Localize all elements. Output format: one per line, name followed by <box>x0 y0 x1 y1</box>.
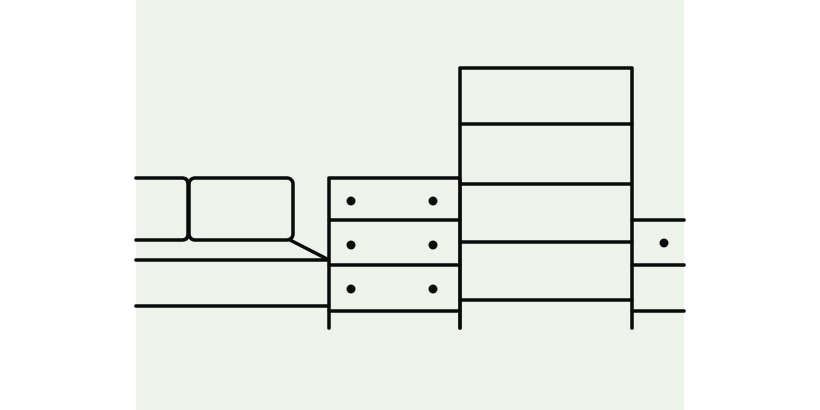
illustration-background <box>136 0 684 410</box>
sofa-cushion-right <box>187 176 295 242</box>
drawer-knob <box>346 240 356 250</box>
drawer-knob <box>346 196 356 206</box>
drawer-knob <box>346 284 356 294</box>
drawer-knob <box>428 284 438 294</box>
chest-drawer-dividers <box>327 218 462 313</box>
sofa-icon <box>134 176 331 308</box>
cabinet-frame <box>630 218 686 313</box>
shelving-frame <box>458 66 634 330</box>
drawer-knob <box>428 196 438 206</box>
shelving-unit-icon <box>458 66 634 330</box>
shelving-shelves <box>458 122 634 302</box>
drawer-knob <box>659 238 669 248</box>
sofa-seat <box>134 238 331 308</box>
drawer-cabinet-icon <box>630 218 686 313</box>
drawer-knob <box>428 240 438 250</box>
